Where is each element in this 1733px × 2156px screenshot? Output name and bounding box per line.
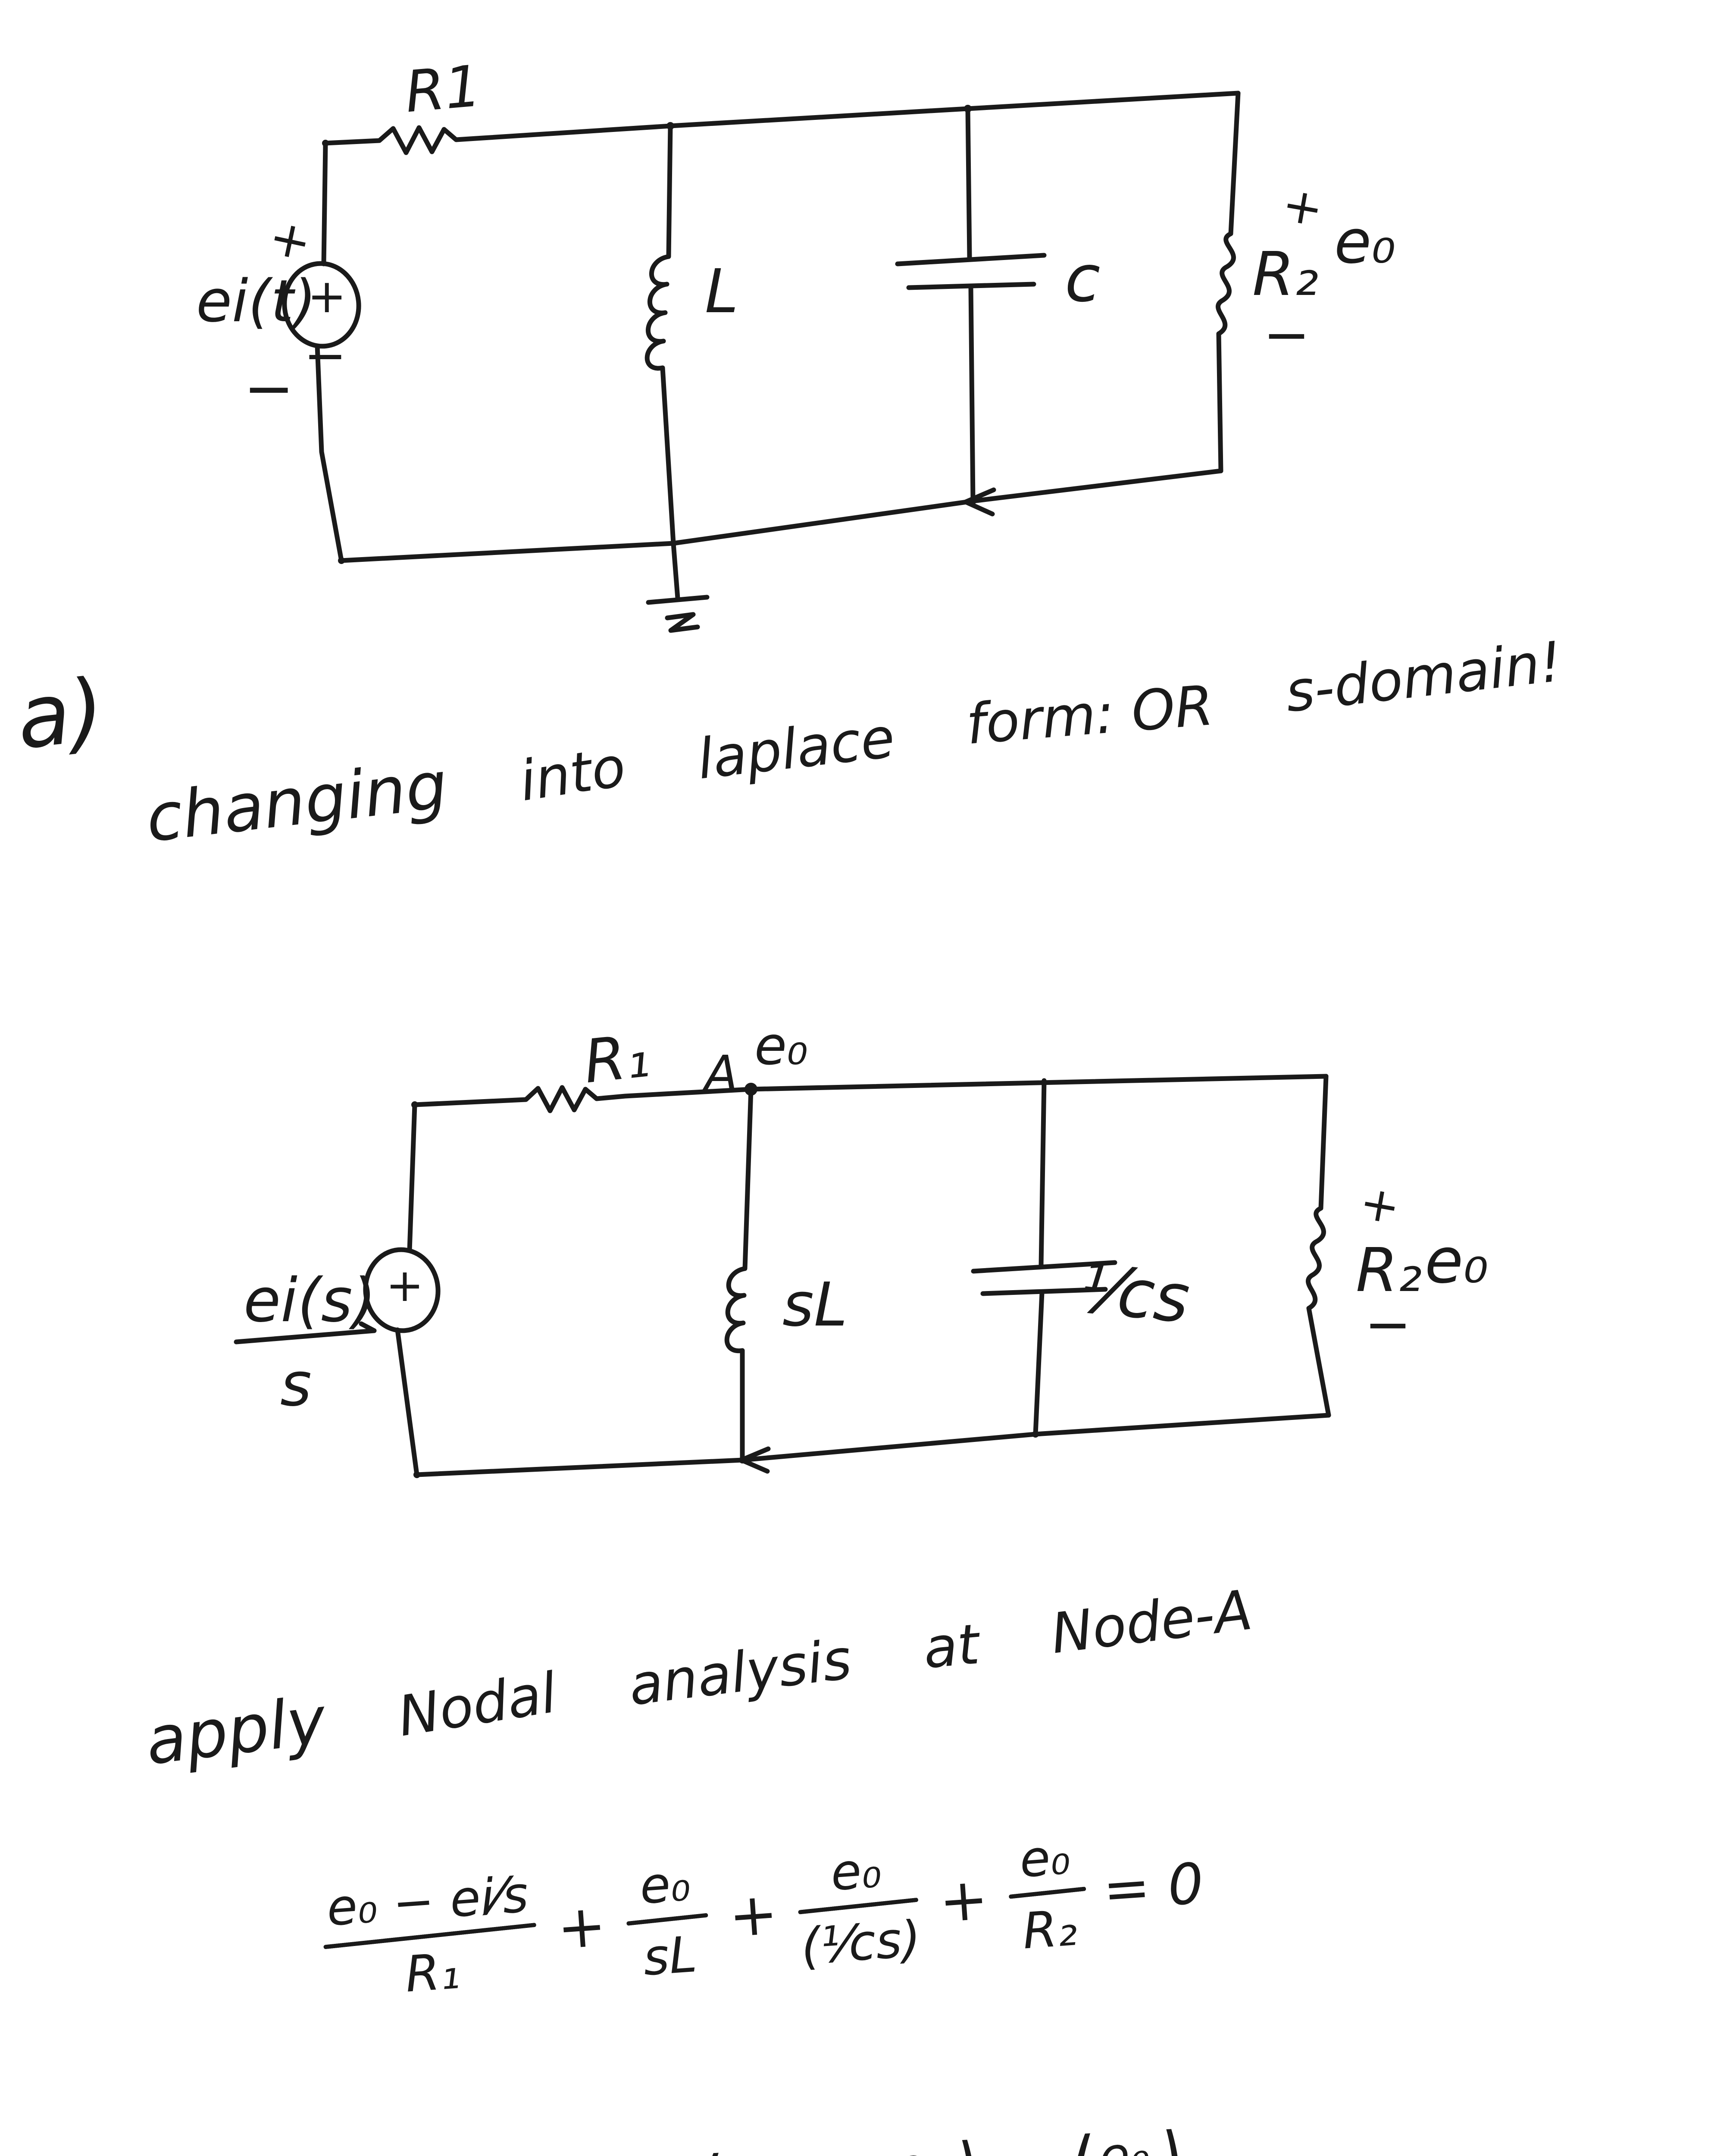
plus-operator: + bbox=[1202, 2150, 1254, 2156]
eq1-term3-fraction: e₀ (¹⁄cs) bbox=[794, 1839, 923, 1976]
caption-word: laplace bbox=[694, 705, 898, 792]
c2-output-label: e₀ bbox=[1425, 1225, 1489, 1297]
eq2-lhs-fraction: (ei⁄s) / R₁ bbox=[410, 2150, 611, 2156]
c1-source-top-lead bbox=[321, 141, 328, 266]
eq1-term4-denominator: R₂ bbox=[1020, 1899, 1079, 1961]
c2-corner-dot bbox=[411, 1101, 418, 1108]
c1-corner-dot bbox=[338, 557, 345, 564]
c1-output-label: e₀ bbox=[1334, 207, 1396, 277]
c2-source-inner-plus: + bbox=[386, 1259, 424, 1312]
c2-source-fraction-bar bbox=[234, 1321, 377, 1344]
c1-node-dot bbox=[964, 105, 972, 113]
caption-word: apply bbox=[141, 1682, 330, 1780]
eq1-term3-denominator: (¹⁄cs) bbox=[799, 1910, 923, 1976]
c1-output-minus: − bbox=[1263, 302, 1310, 367]
caption-word: Node-A bbox=[1047, 1578, 1256, 1667]
c1-inductor-symbol bbox=[644, 123, 676, 546]
eq2-term-c-numerator: e₀ bbox=[1098, 2125, 1151, 2156]
c1-r1-label: R1 bbox=[402, 53, 484, 126]
close-paren: ) bbox=[1157, 2105, 1191, 2156]
c2-bottom-rail-arrow bbox=[739, 1446, 771, 1474]
eq1-equals-zero: = 0 bbox=[1101, 1850, 1206, 1923]
equation-rearranged: (ei⁄s) / R₁ = ( e₀ R₁ + e₀ R₂ ) + ( e₀ s… bbox=[410, 2105, 1411, 2156]
part-label: a) bbox=[12, 660, 109, 769]
c1-source-inner-minus: − bbox=[304, 326, 347, 385]
caption-laplace: changing into laplace form: OR s-domain! bbox=[142, 611, 1638, 857]
eq2-term-a-fraction: e₀ R₁ bbox=[713, 2144, 797, 2156]
c2-r1-label: R₁ bbox=[580, 1021, 653, 1097]
circuit1-schematic bbox=[282, 91, 1241, 633]
c1-node-dot bbox=[666, 122, 674, 130]
eq2-tail-term: cs e₀ bbox=[1272, 2143, 1410, 2156]
caption-word: form: OR bbox=[964, 673, 1216, 757]
c1-capacitor-symbol bbox=[895, 106, 1047, 504]
c2-node-voltage-label: e₀ bbox=[754, 1015, 808, 1077]
c2-source-numerator: ei(s) bbox=[244, 1266, 376, 1336]
c2-node-dot bbox=[413, 1471, 420, 1478]
c1-source-outer-minus: − bbox=[244, 354, 294, 424]
circuit2-schematic bbox=[234, 1074, 1331, 1478]
eq1-term3-numerator: e₀ bbox=[829, 1841, 883, 1902]
eq1-term4-numerator: e₀ bbox=[1017, 1827, 1072, 1889]
eq1-term1-denominator: R₁ bbox=[403, 1942, 462, 2004]
eq1-term4-fraction: e₀ R₂ bbox=[1004, 1827, 1090, 1962]
c2-voltage-source-circle bbox=[363, 1247, 441, 1333]
c2-r2-label: R₂ bbox=[1356, 1235, 1422, 1306]
eq2-term-c-fraction: e₀ sL bbox=[1084, 2124, 1168, 2156]
eq2-term-b-numerator: e₀ bbox=[888, 2135, 953, 2156]
caption-nodal: apply Nodal analysis at Node-A bbox=[141, 1559, 1328, 1780]
c1-node-dot bbox=[970, 498, 976, 505]
caption-word: at bbox=[920, 1612, 982, 1681]
c1-inductor-label: L bbox=[705, 257, 738, 327]
c2-top-rail-with-r1-resistor bbox=[412, 1074, 1329, 1113]
c2-inductor-symbol bbox=[724, 1087, 754, 1463]
caption-word: changing bbox=[142, 746, 451, 857]
eq1-term1-fraction: e₀ − ei⁄s R₁ bbox=[319, 1865, 541, 2009]
c1-source-inner-plus: + bbox=[307, 270, 347, 323]
c2-output-minus: − bbox=[1364, 1291, 1411, 1357]
plus-operator: + bbox=[937, 1864, 991, 1936]
eq1-term2-numerator: e₀ bbox=[638, 1854, 692, 1916]
c2-capacitor-symbol bbox=[971, 1078, 1117, 1437]
c2-source-top-lead bbox=[407, 1102, 417, 1253]
c1-bottom-rail bbox=[339, 468, 1223, 563]
c2-node-dot bbox=[739, 1457, 746, 1463]
equation-nodal-kcl: e₀ − ei⁄s R₁ + e₀ sL + e₀ (¹⁄cs) + e₀ R₂… bbox=[319, 1819, 1208, 2009]
c1-voltage-source-circle bbox=[282, 261, 361, 349]
eq2-lhs-slash: / bbox=[518, 2152, 569, 2156]
c2-inductor-label: sL bbox=[782, 1270, 848, 1340]
eq1-term2-denominator: sL bbox=[641, 1925, 699, 1987]
c1-ground-symbol bbox=[646, 541, 710, 633]
c1-top-rail-with-r1-resistor bbox=[323, 91, 1241, 155]
caption-word: analysis bbox=[625, 1627, 855, 1718]
c1-corner-dot bbox=[322, 140, 329, 147]
caption-word: Nodal bbox=[394, 1661, 561, 1749]
plus-operator: + bbox=[726, 1879, 780, 1950]
eq1-term2-fraction: e₀ sL bbox=[622, 1853, 713, 1988]
eq2-term-b-fraction: e₀ R₂ bbox=[880, 2135, 964, 2156]
c2-node-a-dot bbox=[745, 1083, 757, 1096]
c1-source-bottom-lead bbox=[315, 343, 344, 563]
c2-bottom-rail bbox=[414, 1413, 1331, 1477]
c2-source-denominator: s bbox=[280, 1350, 312, 1420]
c1-capacitor-label: c bbox=[1065, 241, 1101, 317]
c1-resistor-r2-symbol bbox=[1216, 91, 1241, 473]
c2-source-bottom-lead bbox=[395, 1327, 419, 1477]
plus-operator: + bbox=[555, 1891, 609, 1962]
c2-node-dot bbox=[1032, 1431, 1039, 1438]
c1-source-label: ei(t) bbox=[196, 267, 316, 335]
caption-word: into bbox=[515, 734, 630, 814]
c2-capacitor-label: ¹⁄cs bbox=[1076, 1249, 1193, 1338]
c2-node-a-label: A bbox=[705, 1046, 738, 1102]
c1-node-dot bbox=[670, 540, 677, 547]
c1-r2-label: R₂ bbox=[1252, 239, 1319, 310]
close-paren: ) bbox=[953, 2116, 987, 2156]
c2-resistor-r2-symbol bbox=[1306, 1074, 1331, 1418]
eq2-term-a-numerator: e₀ bbox=[720, 2144, 785, 2156]
